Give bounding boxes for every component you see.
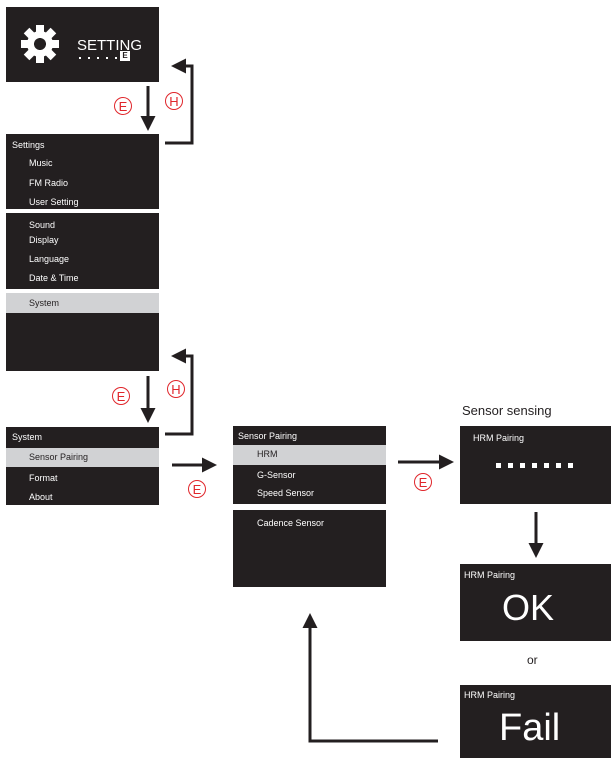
menu-item-display[interactable]: Display [29,235,59,245]
settings-screen-2: Sound Display Language Date & Time [6,213,159,289]
menu-item-date-time[interactable]: Date & Time [29,273,79,283]
hrm-pairing-screen: HRM Pairing [460,426,611,504]
home-key-icon: H [165,92,183,110]
enter-key-icon: E [114,97,132,115]
setting-label: SETTING [77,37,143,54]
menu-item-hrm[interactable]: HRM [257,449,278,459]
hrm-pairing-title: HRM Pairing [473,433,525,443]
enter-key-icon: E [414,473,432,491]
result-ok-screen: HRM Pairing OK [460,564,611,641]
gear-icon [21,25,59,63]
sensor-pairing-screen-2: Cadence Sensor [233,510,386,587]
selection-highlight [6,448,159,467]
menu-item-g-sensor[interactable]: G-Sensor [257,470,296,480]
enter-badge: E [120,51,130,61]
menu-item-speed-sensor[interactable]: Speed Sensor [257,488,315,498]
setting-screen: SETTING E [6,7,159,82]
arrow-loop-back [302,613,438,743]
result-ok-text: OK [502,587,555,628]
arrow-back-1 [165,58,194,145]
menu-item-sound[interactable]: Sound [29,220,56,230]
sensor-pairing-title: Sensor Pairing [238,431,298,441]
system-title: System [12,432,43,442]
selection-highlight [6,293,159,313]
arrow-back-2 [165,348,194,436]
or-label: or [527,653,538,667]
sensor-sensing-caption: Sensor sensing [462,403,552,418]
enter-key-icon: E [112,387,130,405]
menu-item-cadence-sensor[interactable]: Cadence Sensor [257,518,325,528]
selection-highlight [233,445,386,465]
home-key-icon: H [167,380,185,398]
settings-screen-1: Settings Music FM Radio User Setting [6,134,159,209]
menu-item-sensor-pairing[interactable]: Sensor Pairing [29,452,89,462]
result-fail-title: HRM Pairing [464,690,516,700]
settings-title: Settings [12,140,45,150]
menu-item-about[interactable]: About [29,492,53,502]
sensor-pairing-screen-1: Sensor Pairing HRM G-Sensor Speed Sensor [233,426,386,504]
result-ok-title: HRM Pairing [464,570,516,580]
menu-item-format[interactable]: Format [29,473,58,483]
menu-item-fm-radio[interactable]: FM Radio [29,178,69,188]
settings-screen-3: System [6,293,159,371]
menu-item-system[interactable]: System [29,298,60,308]
enter-key-icon: E [188,480,206,498]
system-screen: System Sensor Pairing Format About [6,427,159,505]
result-fail-text: Fail [499,707,561,749]
menu-item-music[interactable]: Music [29,158,53,168]
menu-item-user-setting[interactable]: User Setting [29,197,79,207]
result-fail-screen: HRM Pairing Fail [460,685,611,758]
menu-item-language[interactable]: Language [29,254,70,264]
